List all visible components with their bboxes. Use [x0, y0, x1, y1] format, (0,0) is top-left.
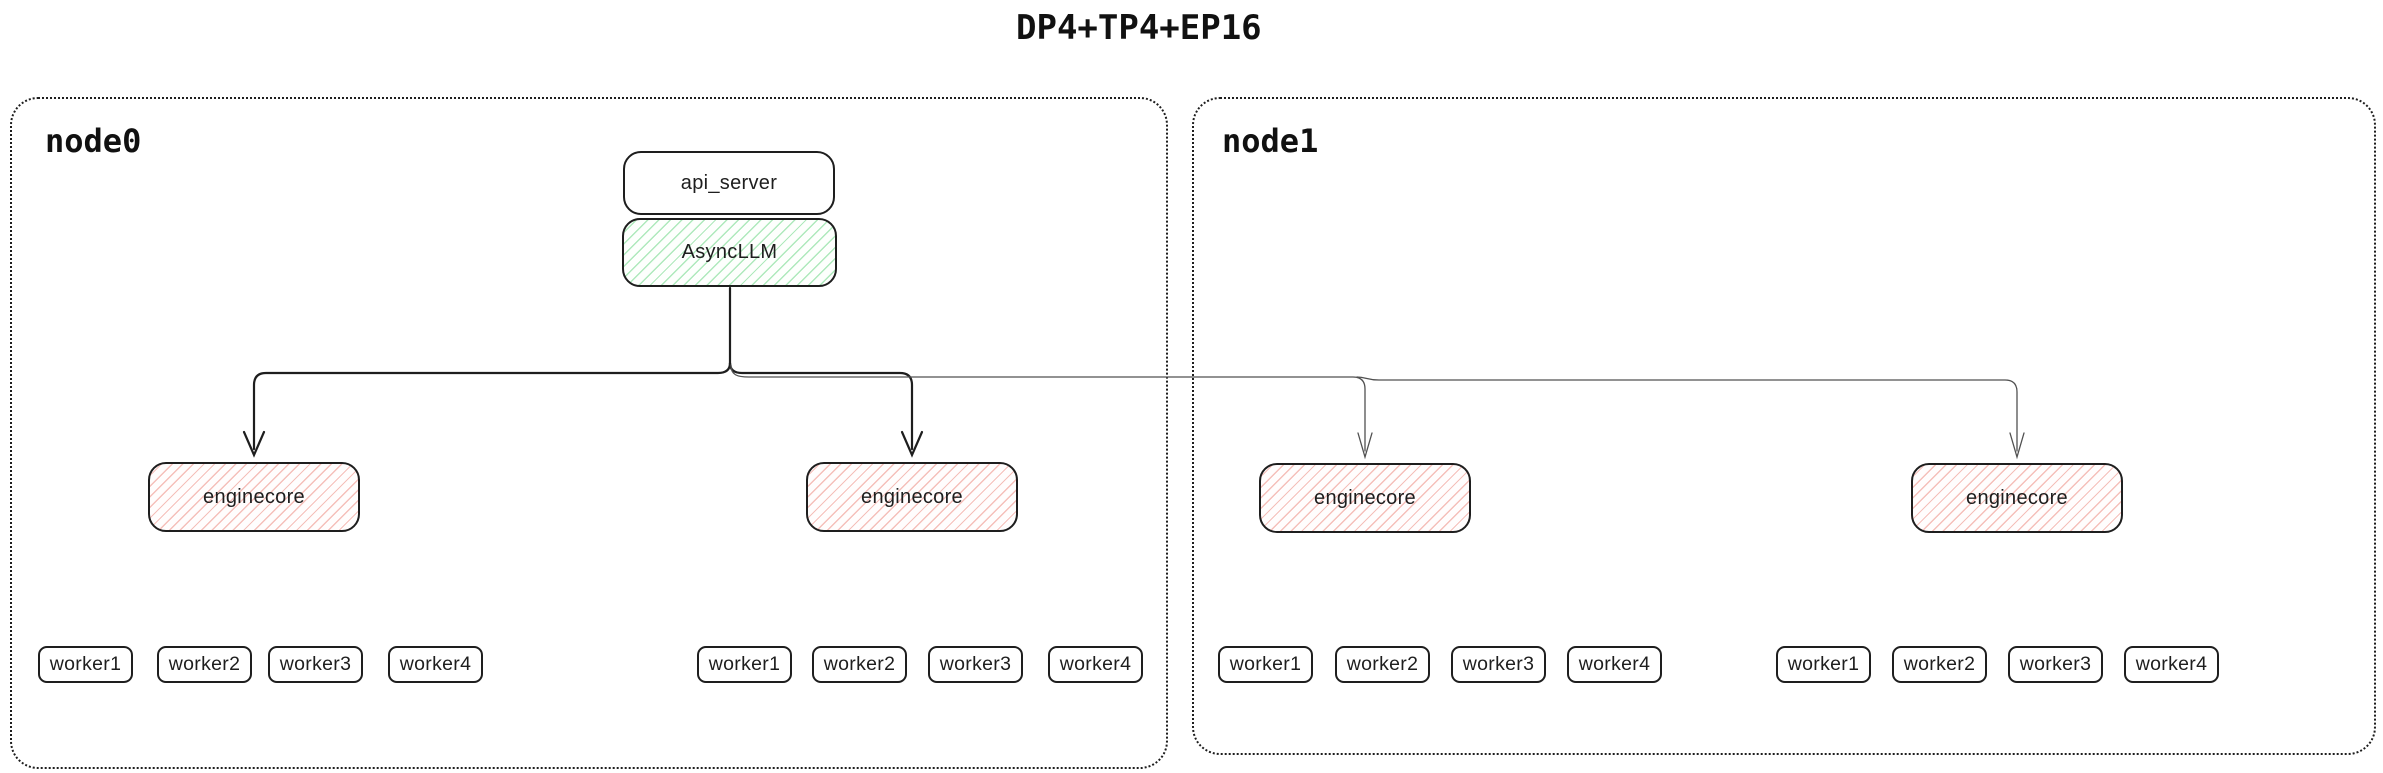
enginecore-label: enginecore: [1966, 486, 2068, 509]
node1-group2-worker3: worker3: [2008, 646, 2103, 683]
enginecore-label: enginecore: [1314, 486, 1416, 509]
asyncllm-box: AsyncLLM: [622, 218, 837, 287]
worker-label: worker1: [49, 653, 122, 675]
api-server-box: api_server: [623, 151, 835, 215]
asyncllm-label: AsyncLLM: [681, 241, 778, 263]
enginecore-label: enginecore: [203, 485, 305, 508]
worker-label: worker4: [1578, 653, 1651, 675]
worker-label: worker1: [708, 653, 781, 675]
worker-label: worker4: [2135, 653, 2208, 675]
node1-group2-worker1: worker1: [1776, 646, 1871, 683]
worker-label: worker3: [279, 653, 352, 675]
node0-group2-worker2: worker2: [812, 646, 907, 683]
api-server-label: api_server: [680, 171, 778, 194]
node1-group2-worker2: worker2: [1892, 646, 1987, 683]
node0-enginecore-2: enginecore: [806, 462, 1018, 532]
node1-group1-worker2: worker2: [1335, 646, 1430, 683]
worker-label: worker2: [168, 653, 241, 675]
node1-group2-worker4: worker4: [2124, 646, 2219, 683]
node0-group2-worker4: worker4: [1048, 646, 1143, 683]
enginecore-label: enginecore: [861, 485, 963, 508]
worker-label: worker2: [823, 653, 896, 675]
worker-label: worker4: [399, 653, 472, 675]
node1-group1-worker4: worker4: [1567, 646, 1662, 683]
worker-label: worker3: [1462, 653, 1535, 675]
worker-label: worker2: [1903, 653, 1976, 675]
worker-label: worker3: [939, 653, 1012, 675]
node0-group2-worker3: worker3: [928, 646, 1023, 683]
worker-label: worker1: [1229, 653, 1302, 675]
node0-group1-worker1: worker1: [38, 646, 133, 683]
node0-group1-worker4: worker4: [388, 646, 483, 683]
node1-label: node1: [1222, 122, 1319, 160]
node1-group1-worker3: worker3: [1451, 646, 1546, 683]
worker-label: worker1: [1787, 653, 1860, 675]
worker-label: worker3: [2019, 653, 2092, 675]
node0-enginecore-1: enginecore: [148, 462, 360, 532]
node1-enginecore-1: enginecore: [1259, 463, 1471, 533]
node0-label: node0: [45, 122, 142, 160]
node0-group2-worker1: worker1: [697, 646, 792, 683]
worker-label: worker4: [1059, 653, 1132, 675]
node0-group1-worker3: worker3: [268, 646, 363, 683]
worker-label: worker2: [1346, 653, 1419, 675]
diagram-title: DP4+TP4+EP16: [1016, 8, 1262, 48]
node0-group1-worker2: worker2: [157, 646, 252, 683]
node1-group1-worker1: worker1: [1218, 646, 1313, 683]
node1-enginecore-2: enginecore: [1911, 463, 2123, 533]
